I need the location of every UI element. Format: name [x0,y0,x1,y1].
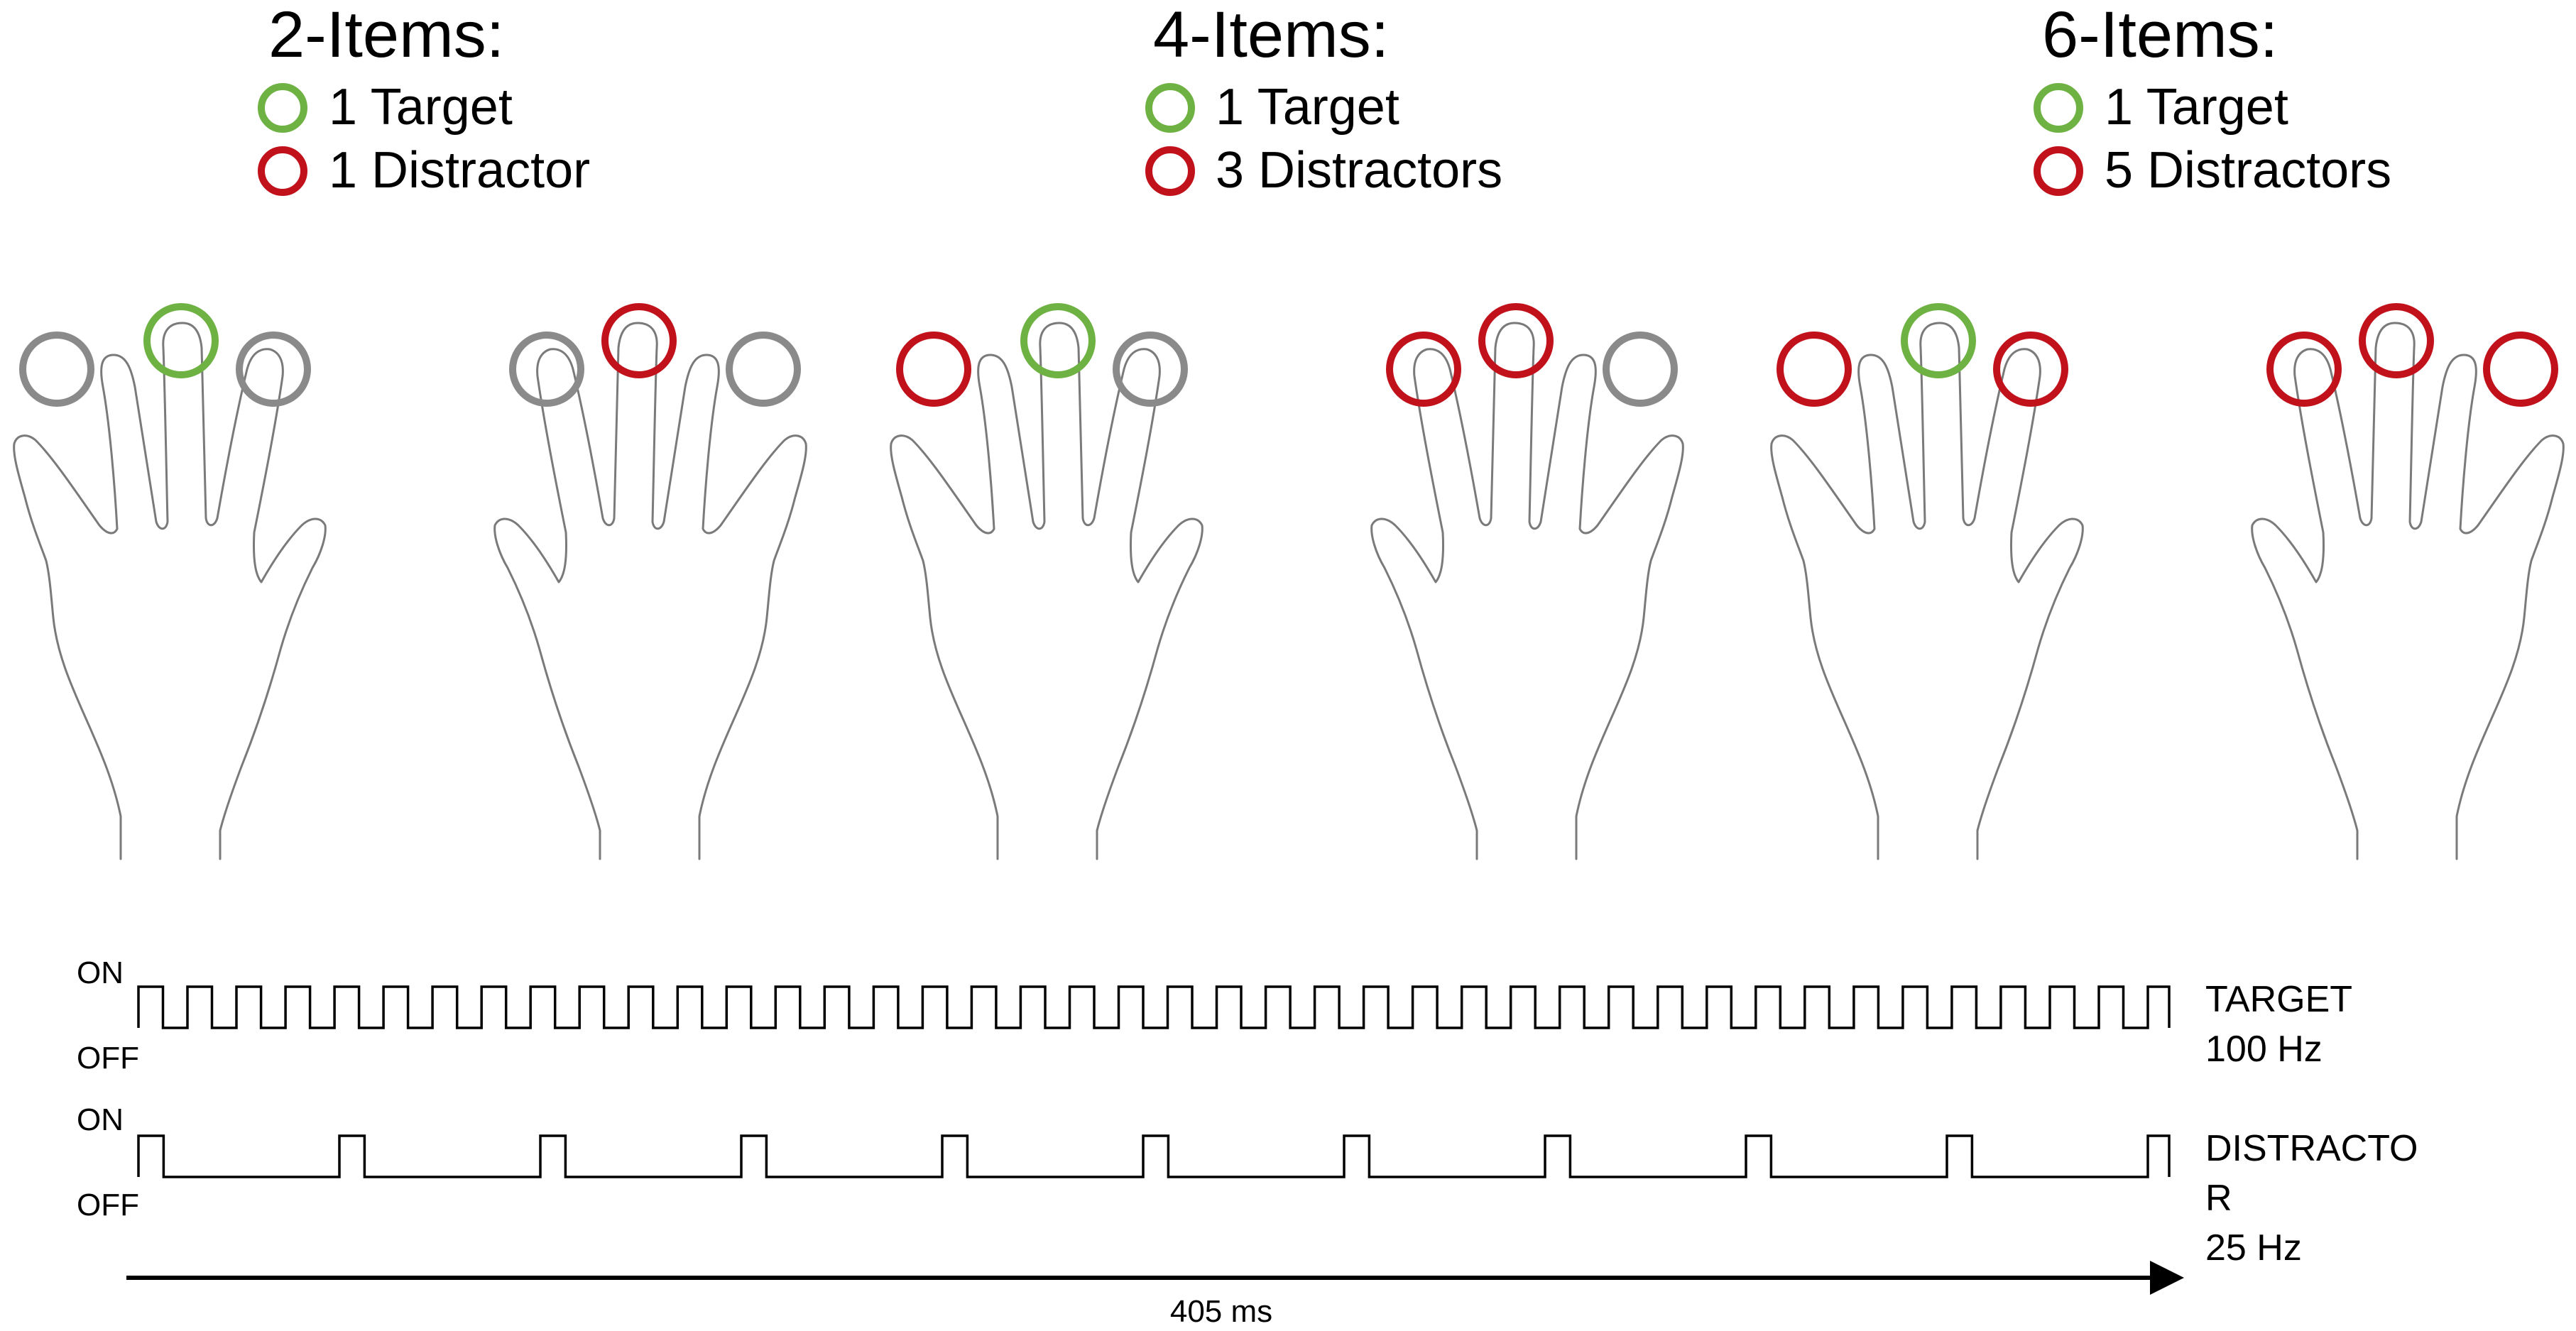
finger-marker-inactive [1113,332,1188,407]
signal-on-label: ON [77,955,124,990]
target-legend-label: 1 Target [329,79,513,136]
target-legend-label: 1 Target [2105,79,2288,136]
panel-title: 4-Items: [1153,0,1389,71]
finger-marker-distractor [1993,332,2068,407]
target-legend-icon [2034,83,2083,133]
finger-marker-distractor [2483,332,2558,407]
finger-marker-target [143,303,219,378]
hand-outline [890,322,1204,860]
distractor-legend-icon [258,146,307,196]
finger-marker-distractor [1478,303,1554,378]
signal-on-label: ON [77,1102,124,1137]
finger-marker-inactive [1603,332,1678,407]
hand-outline [13,322,327,860]
finger-marker-distractor [1386,332,1461,407]
finger-marker-inactive [509,332,584,407]
hand-left-1 [13,303,327,860]
distractor-legend-icon [1145,146,1195,196]
hand-outline [1370,322,1684,860]
finger-marker-distractor [1777,332,1852,407]
finger-marker-distractor [2359,303,2434,378]
panel-title: 2-Items: [268,0,504,71]
hand-left-2 [890,303,1204,860]
finger-marker-target [1020,303,1096,378]
distractor-signal: ON OFF DISTRACTO R 25 Hz [77,1102,2428,1269]
target-signal: ON OFF TARGET 100 Hz [77,955,2352,1075]
finger-marker-target [1901,303,1976,378]
distractor-legend-label: 3 Distractors [1216,142,1502,199]
signal-frequency: 25 Hz [2205,1227,2302,1269]
finger-marker-inactive [19,332,94,407]
hand-outline [1770,322,2084,860]
target-legend-label: 1 Target [1216,79,1399,136]
hand-outline [493,322,807,860]
finger-marker-inactive [236,332,311,407]
panel-title: 6-Items: [2042,0,2278,71]
finger-marker-distractor [896,332,971,407]
target-pulse-train [137,985,2171,1029]
finger-marker-distractor [2266,332,2342,407]
signal-name: DISTRACTO R [2205,1128,2428,1219]
finger-marker-inactive [726,332,801,407]
signal-off-label: OFF [77,1041,139,1075]
hand-right-1 [493,303,807,860]
distractor-legend-label: 1 Distractor [329,142,590,199]
finger-marker-distractor [601,303,677,378]
signal-off-label: OFF [77,1188,139,1222]
signal-frequency: 100 Hz [2205,1029,2323,1070]
time-axis: 405 ms [126,1261,2184,1329]
time-label: 405 ms [1170,1294,1272,1329]
target-legend-icon [258,83,307,133]
hand-outline [2251,322,2565,860]
hand-right-3 [2251,303,2565,860]
distractor-legend-label: 5 Distractors [2105,142,2391,199]
panel-6-items-header: 6-Items: 1 Target 5 Distractors [2034,0,2391,199]
distractor-legend-icon [2034,146,2083,196]
panel-2-items-header: 2-Items: 1 Target 1 Distractor [258,0,590,199]
signal-name: TARGET [2205,979,2352,1020]
target-legend-icon [1145,83,1195,133]
hand-left-3 [1770,303,2084,860]
hand-right-2 [1370,303,1684,860]
distractor-pulse-train [137,1134,2171,1178]
panel-4-items-header: 4-Items: 1 Target 3 Distractors [1145,0,1502,199]
hands-layer [13,303,2565,860]
